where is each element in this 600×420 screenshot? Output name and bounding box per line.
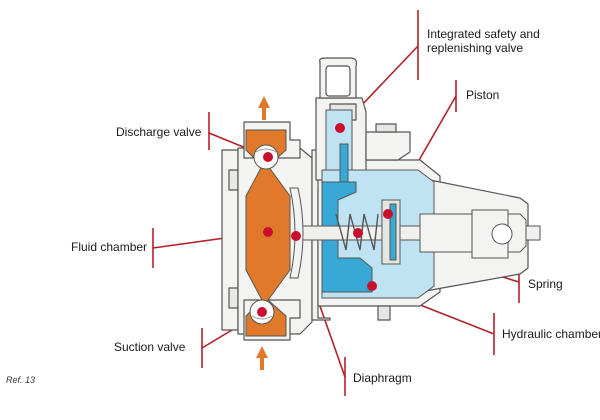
flange-bolt-bottom	[228, 287, 239, 309]
marker-suction-valve	[257, 307, 267, 317]
label-hydraulic-chamber: Hydraulic chamber	[502, 327, 600, 341]
label-integrated-valve-line1: Integrated safety and	[427, 27, 540, 41]
top-block	[365, 131, 411, 161]
bottom-bolt	[377, 305, 391, 321]
crank-pin	[491, 223, 513, 245]
label-piston: Piston	[466, 88, 500, 102]
suction-ball-shade	[251, 315, 273, 320]
marker-spring	[353, 228, 363, 238]
arrow-up-bottom-stem	[260, 356, 264, 370]
label-suction-valve: Suction valve	[114, 340, 186, 354]
valve-cap-window	[325, 65, 351, 97]
flange-bolt-top	[228, 169, 239, 191]
label-diaphragm: Diaphragm	[353, 371, 412, 385]
label-discharge-valve: Discharge valve	[116, 125, 202, 139]
label-integrated-valve-line2: replenishing valve	[427, 41, 524, 55]
marker-hydraulic-chamber	[367, 281, 377, 291]
arrow-up-bottom-head	[256, 346, 268, 358]
marker-fluid-chamber	[263, 227, 273, 237]
label-markers	[257, 123, 393, 317]
label-spring: Spring	[528, 277, 563, 291]
label-fluid-chamber: Fluid chamber	[71, 240, 148, 254]
flow-arrows	[256, 96, 270, 370]
marker-diaphragm	[291, 231, 301, 241]
arrow-up-top-head	[258, 96, 270, 108]
discharge-ball-shade	[255, 148, 277, 153]
arrow-up-top-stem	[262, 106, 266, 120]
hydraulic-dark-region	[321, 181, 373, 293]
marker-discharge-valve	[263, 152, 273, 162]
spring-zigzag	[335, 213, 379, 251]
marker-piston	[383, 209, 393, 219]
spring-coils	[335, 213, 379, 251]
marker-integrated-valve	[335, 123, 345, 133]
reference-number: Ref. 13	[6, 375, 36, 385]
piston-seal	[389, 203, 397, 261]
valve-passage	[339, 143, 349, 183]
top-bolt	[375, 123, 397, 133]
